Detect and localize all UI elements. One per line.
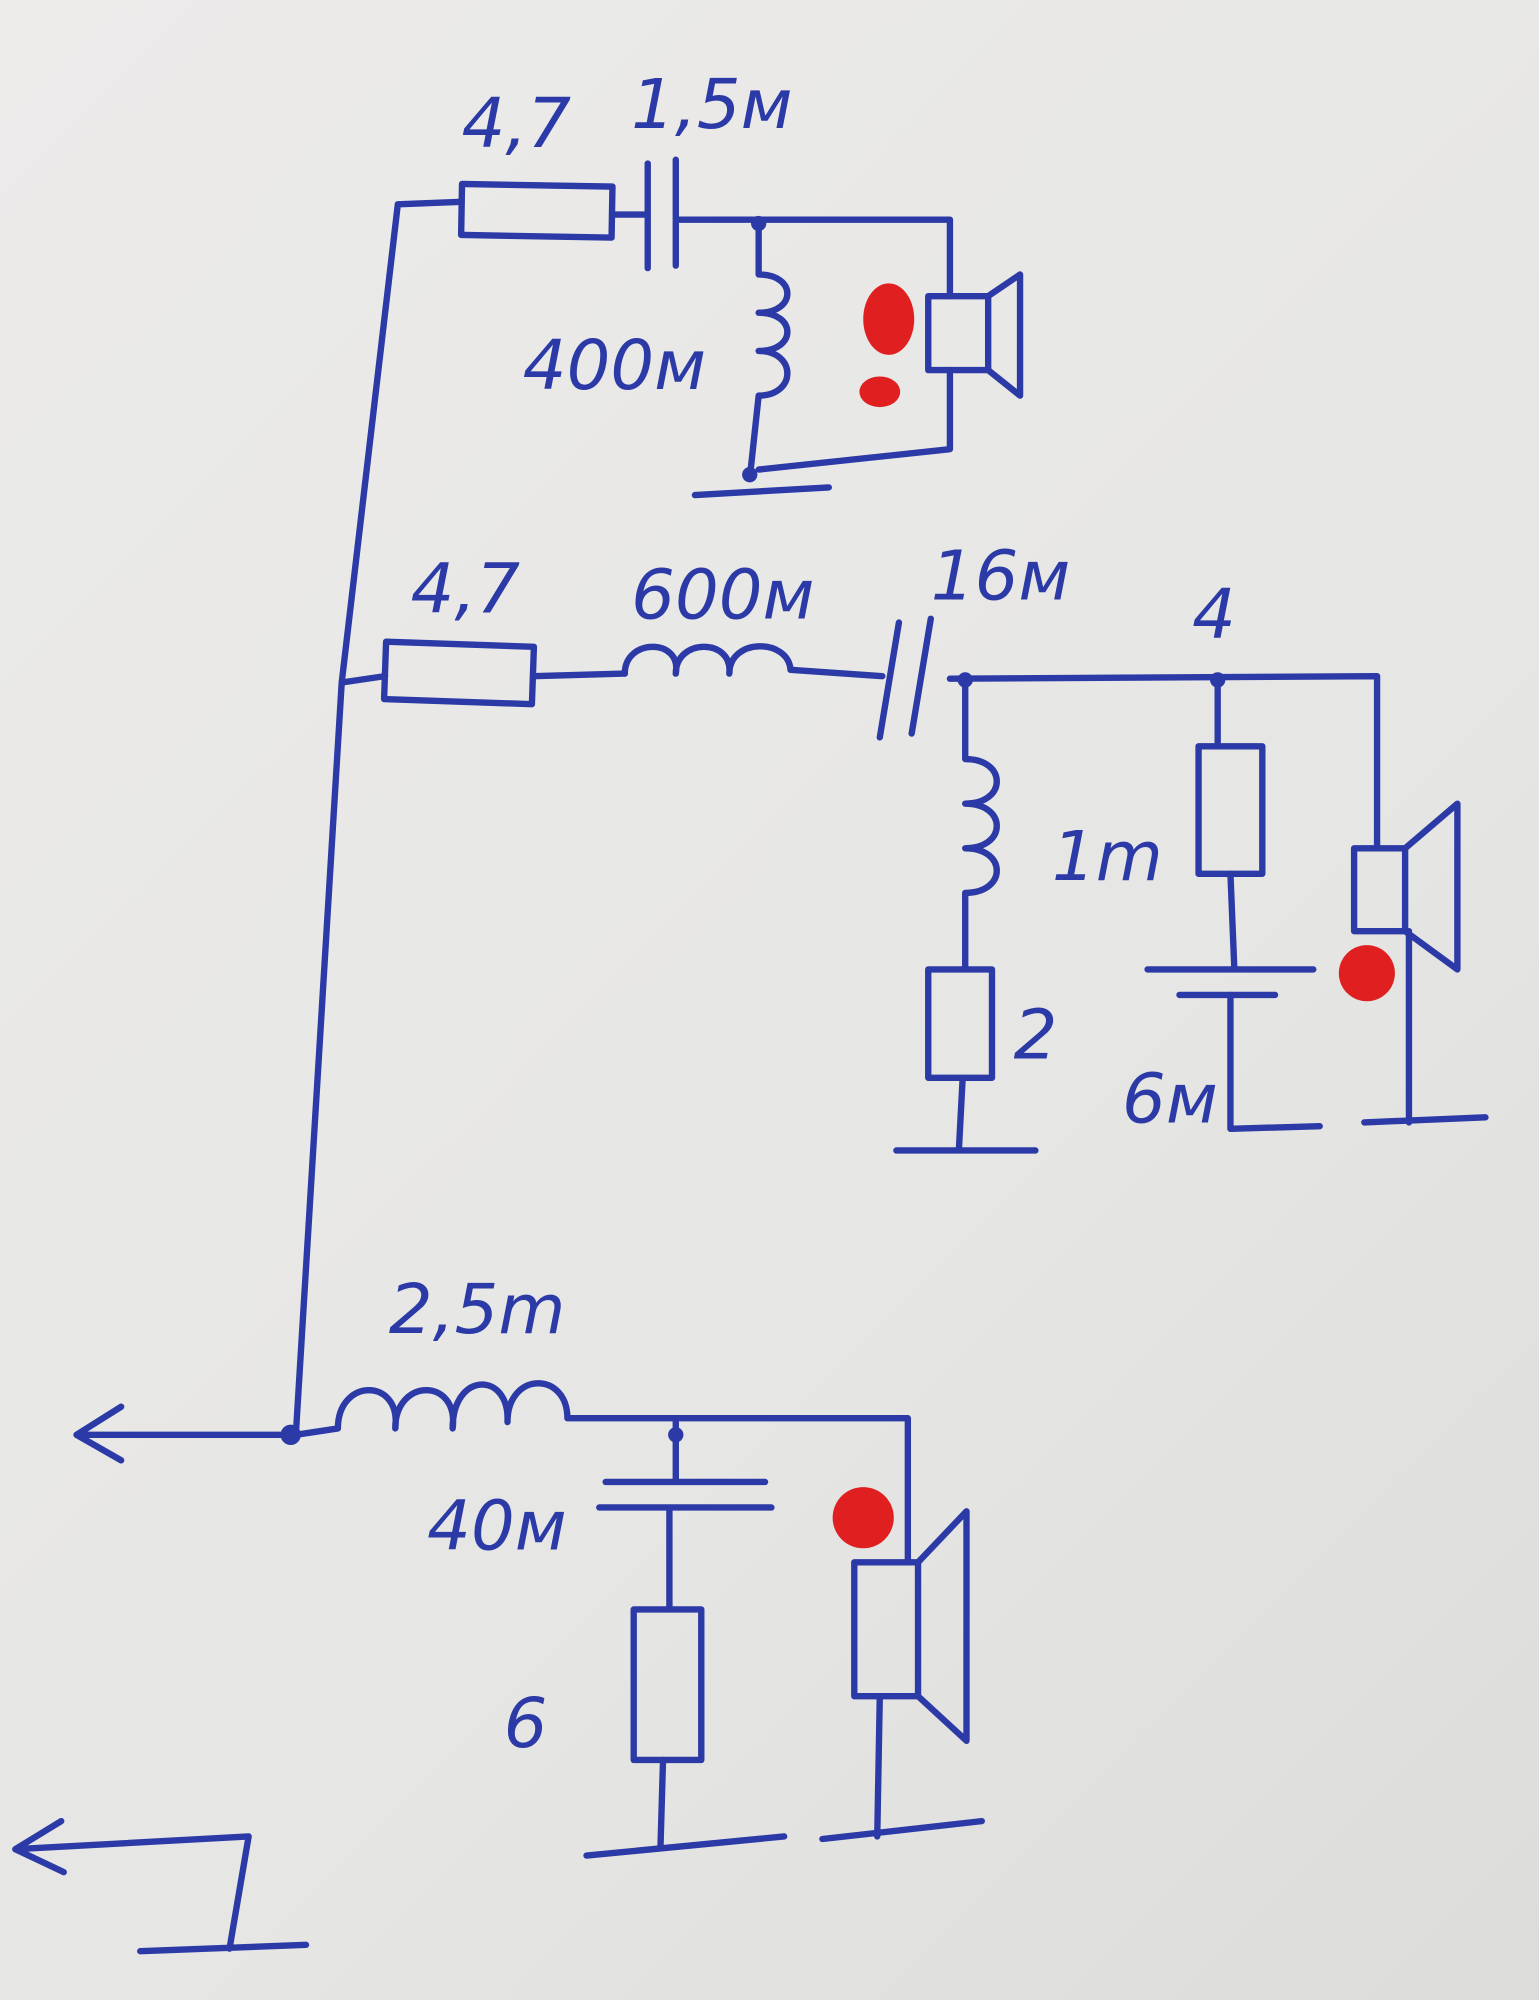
woofer-inductor-label: 2,5m (389, 1270, 566, 1350)
zobel-resistor (1195, 743, 1266, 877)
woofer-inductor (292, 1380, 912, 1566)
mid-shunt-resistor-label: 2 (1014, 996, 1058, 1076)
polarity-mark (1338, 945, 1395, 1002)
tweeter-ground-node (742, 467, 758, 483)
mid-inductor-label: 600м (631, 556, 814, 636)
woofer-speaker-icon (819, 1508, 985, 1843)
woofer-shunt-ground (583, 1756, 788, 1859)
input-arrow (73, 1403, 300, 1464)
tweeter-resistor (457, 180, 616, 241)
mid-speaker-icon (1350, 800, 1489, 1126)
polarity-mark (863, 283, 915, 355)
mid-capacitor-label: 16м (931, 537, 1071, 617)
zobel-wire (1214, 676, 1323, 1132)
input-bus-wire (292, 198, 465, 1438)
tweeter-wire (608, 156, 954, 473)
tweeter-inductor-label: 400м (523, 326, 706, 406)
polarity-mark (859, 376, 901, 408)
tweeter-capacitor-label: 1,5м (631, 65, 792, 145)
zobel-capacitor-label: 6м (1122, 1059, 1218, 1139)
mid-resistor-label: 4,7 (411, 549, 521, 629)
tweeter-node (751, 215, 767, 232)
tweeter-resistor-label: 4,7 (462, 84, 572, 164)
mid-shunt-inductor (962, 676, 1000, 973)
mid-wire (338, 666, 886, 686)
mid-inductor (621, 643, 794, 677)
mid-resistor (380, 638, 538, 708)
ground-return-arrow (12, 1817, 310, 1955)
input-node (280, 1424, 301, 1445)
woofer-resistor (630, 1606, 705, 1764)
tweeter-speaker-icon (925, 271, 1024, 399)
mid-shunt-resistor (925, 966, 996, 1081)
woofer-capacitor-label: 40м (427, 1487, 567, 1567)
zobel-capacitor (1144, 966, 1317, 999)
woofer-capacitor (596, 1418, 775, 1613)
tweeter-inductor (746, 220, 791, 482)
woofer-resistor-label: 6 (504, 1684, 548, 1764)
zobel-resistor-label: 4 (1192, 575, 1236, 655)
mid-shunt-ground (893, 1074, 1039, 1154)
mid-capacitor (876, 615, 1381, 852)
mid-shunt-inductor-label: 1m (1052, 817, 1163, 897)
polarity-mark (832, 1487, 894, 1549)
tweeter-ground (691, 484, 832, 499)
